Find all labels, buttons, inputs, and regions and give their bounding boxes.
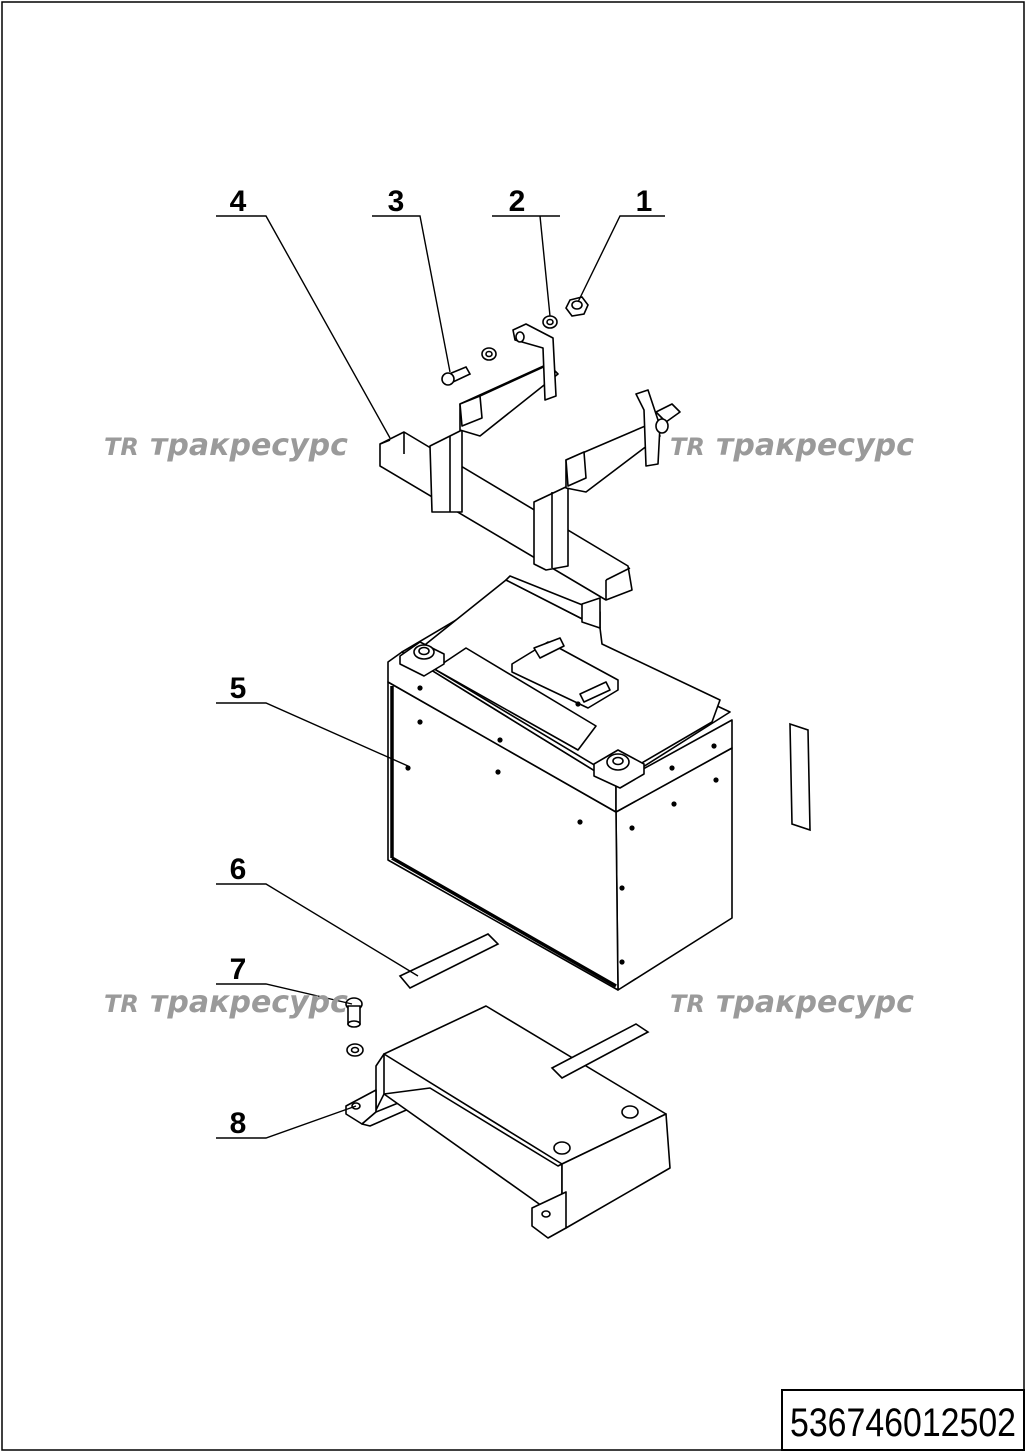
part-7-bolt [345, 997, 364, 1057]
watermark-text: тракресурс [716, 428, 914, 463]
callout-3: 3 [388, 185, 405, 218]
watermark-bottom-left: TR тракресурс [104, 985, 348, 1020]
tray-pad [550, 1023, 650, 1079]
part-5-battery [387, 575, 733, 991]
callout-1: 1 [636, 185, 653, 218]
leader-lines [216, 215, 665, 1139]
callout-6: 6 [230, 853, 247, 886]
callout-5: 5 [230, 672, 247, 705]
part-8-base-tray [345, 1005, 671, 1239]
watermark-logo: TR [670, 433, 705, 461]
callout-4: 4 [230, 185, 247, 218]
callout-2: 2 [509, 185, 526, 218]
watermark-logo: TR [670, 990, 705, 1018]
watermark-text: тракресурс [716, 985, 914, 1020]
part-1-nut [565, 296, 589, 317]
part-3-bolt [441, 347, 497, 386]
watermark-text: тракресурс [150, 428, 348, 463]
part-6-pad [398, 933, 500, 989]
watermark-bottom-right: TR тракресурс [670, 985, 914, 1020]
part-2-washer [542, 315, 558, 329]
callout-8: 8 [230, 1107, 247, 1140]
callout-7: 7 [230, 953, 247, 986]
watermark-top-right: TR тракресурс [670, 428, 914, 463]
document-number-box [781, 1389, 1025, 1451]
watermark-logo: TR [104, 433, 139, 461]
watermark-logo: TR [104, 990, 139, 1018]
part-4-hold-down-bracket [379, 323, 681, 601]
watermark-top-left: TR тракресурс [104, 428, 348, 463]
document-number: 536746012502 [790, 1401, 1016, 1445]
label-strip [789, 722, 811, 832]
watermark-text: тракресурс [150, 985, 348, 1020]
